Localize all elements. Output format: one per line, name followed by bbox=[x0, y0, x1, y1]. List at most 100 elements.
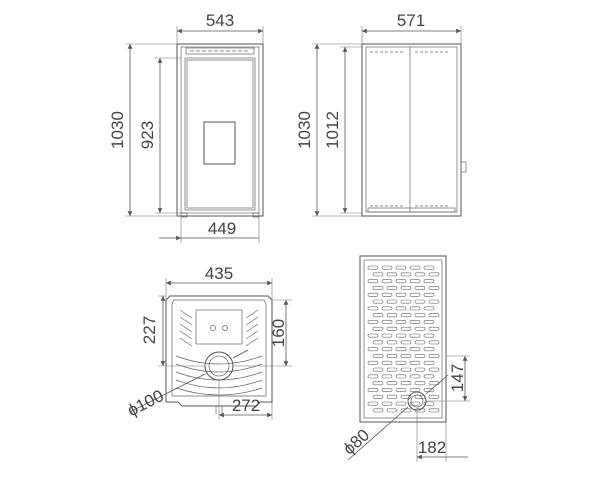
rear-vent-slot bbox=[414, 326, 426, 331]
rear-vent-slot bbox=[409, 320, 421, 324]
front-view: 543 1030 923 449 bbox=[108, 11, 264, 243]
rear-vent-slot bbox=[409, 347, 421, 352]
rear-vent-slot bbox=[414, 313, 426, 318]
side-bottom-vents bbox=[367, 205, 456, 213]
rear-vent-slot bbox=[381, 292, 393, 297]
front-inner-height-label: 923 bbox=[138, 121, 157, 149]
rear-vent-slot bbox=[367, 265, 379, 270]
rear-vent-slot bbox=[423, 306, 435, 311]
rear-vent-slot bbox=[428, 394, 440, 399]
rear-vent-slot bbox=[423, 333, 435, 338]
rear-vent-slot bbox=[367, 388, 379, 392]
rear-vent-slot bbox=[409, 279, 421, 284]
rear-vent-slot bbox=[381, 388, 393, 392]
rear-vent-slot bbox=[395, 401, 407, 406]
rear-vent-slot bbox=[372, 326, 384, 331]
rear-vent-slot bbox=[400, 381, 412, 386]
rear-vent-slot bbox=[428, 313, 440, 318]
front-width-label: 543 bbox=[206, 11, 234, 30]
rear-vent-slot bbox=[372, 354, 384, 358]
side-view: 571 1030 1012 bbox=[295, 11, 467, 217]
rear-vent-slot bbox=[423, 292, 435, 297]
rear-vent-slot bbox=[381, 374, 393, 379]
top-outline bbox=[165, 295, 273, 407]
rear-vent-slot bbox=[395, 374, 407, 379]
rear-vent-slot bbox=[367, 292, 379, 297]
top-outlet-height-label: 160 bbox=[269, 319, 288, 347]
rear-vent-slot bbox=[428, 408, 440, 413]
rear-vent-slot bbox=[367, 401, 379, 406]
rear-vent-slot bbox=[381, 279, 393, 284]
rear-vent-slot bbox=[400, 272, 412, 277]
rear-vent-slot bbox=[386, 340, 398, 345]
rear-vent-slot bbox=[428, 354, 440, 358]
rear-vent-slot bbox=[400, 326, 412, 331]
rear-intake-offset-label: 182 bbox=[418, 438, 446, 457]
rear-vent-slot bbox=[372, 286, 384, 290]
rear-vent-slot bbox=[423, 265, 435, 270]
rear-vent-slot bbox=[409, 333, 421, 338]
rear-vent-slot bbox=[386, 394, 398, 399]
side-width-label: 571 bbox=[397, 11, 425, 30]
rear-vent-slot bbox=[400, 313, 412, 318]
front-window bbox=[203, 121, 236, 165]
rear-vent-slot bbox=[367, 374, 379, 379]
rear-vent-slot bbox=[423, 347, 435, 352]
rear-vent-slot bbox=[423, 401, 435, 406]
top-flue-diameter-label: ϕ100 bbox=[124, 386, 166, 420]
rear-vent-slot bbox=[372, 394, 384, 399]
rear-vent-slot bbox=[381, 306, 393, 311]
rear-vent-slot bbox=[381, 333, 393, 338]
rear-vent-slot bbox=[400, 354, 412, 358]
rear-vent-slot bbox=[395, 320, 407, 324]
top-control-panel bbox=[195, 309, 243, 345]
rear-vent-slot bbox=[428, 340, 440, 345]
top-left-louvers bbox=[179, 309, 193, 347]
rear-vent-slot bbox=[395, 279, 407, 284]
rear-vent-slot bbox=[423, 360, 435, 365]
rear-vent-slot bbox=[395, 306, 407, 311]
rear-vent-slot bbox=[428, 367, 440, 372]
rear-vent-slot bbox=[386, 272, 398, 277]
rear-vent-slot bbox=[409, 401, 421, 406]
rear-vent-slot bbox=[395, 347, 407, 352]
rear-vent-slot bbox=[395, 333, 407, 338]
rear-vent-slot bbox=[372, 313, 384, 318]
rear-vent-slot bbox=[386, 326, 398, 331]
rear-vent-slot bbox=[414, 272, 426, 277]
top-depth-label: 227 bbox=[140, 316, 159, 344]
rear-vent-slot bbox=[409, 306, 421, 311]
rear-vent-slot bbox=[423, 320, 435, 324]
rear-vent-slot bbox=[372, 299, 384, 304]
rear-vent-slot bbox=[372, 340, 384, 345]
rear-vent-slot bbox=[409, 292, 421, 297]
top-right-louvers bbox=[245, 309, 259, 347]
rear-vent-slot bbox=[367, 320, 379, 324]
rear-vent-slot bbox=[367, 306, 379, 311]
rear-vent-slot bbox=[386, 408, 398, 413]
rear-vent-slot bbox=[386, 367, 398, 372]
rear-vent-slot bbox=[372, 367, 384, 372]
front-height-label: 1030 bbox=[108, 111, 127, 149]
front-outline bbox=[176, 43, 264, 217]
rear-vent-slot bbox=[414, 286, 426, 290]
rear-vent-slot bbox=[386, 286, 398, 290]
rear-vent-slot bbox=[386, 299, 398, 304]
rear-vent-slot bbox=[428, 326, 440, 331]
rear-vent-slots bbox=[367, 265, 440, 413]
rear-vent-slot bbox=[372, 272, 384, 277]
rear-vent-slot bbox=[372, 381, 384, 386]
rear-vent-slot bbox=[409, 360, 421, 365]
rear-vent-slot bbox=[395, 292, 407, 297]
rear-vent-slot bbox=[400, 367, 412, 372]
rear-vent-slot bbox=[423, 374, 435, 379]
rear-vent-slot bbox=[367, 347, 379, 352]
front-base-width-label: 449 bbox=[208, 219, 236, 238]
rear-vent-slot bbox=[400, 299, 412, 304]
rear-vent-slot bbox=[381, 265, 393, 270]
rear-vent-slot bbox=[372, 408, 384, 413]
rear-vent-slot bbox=[367, 279, 379, 284]
rear-vent-slot bbox=[414, 381, 426, 386]
rear-vent-slot bbox=[395, 265, 407, 270]
